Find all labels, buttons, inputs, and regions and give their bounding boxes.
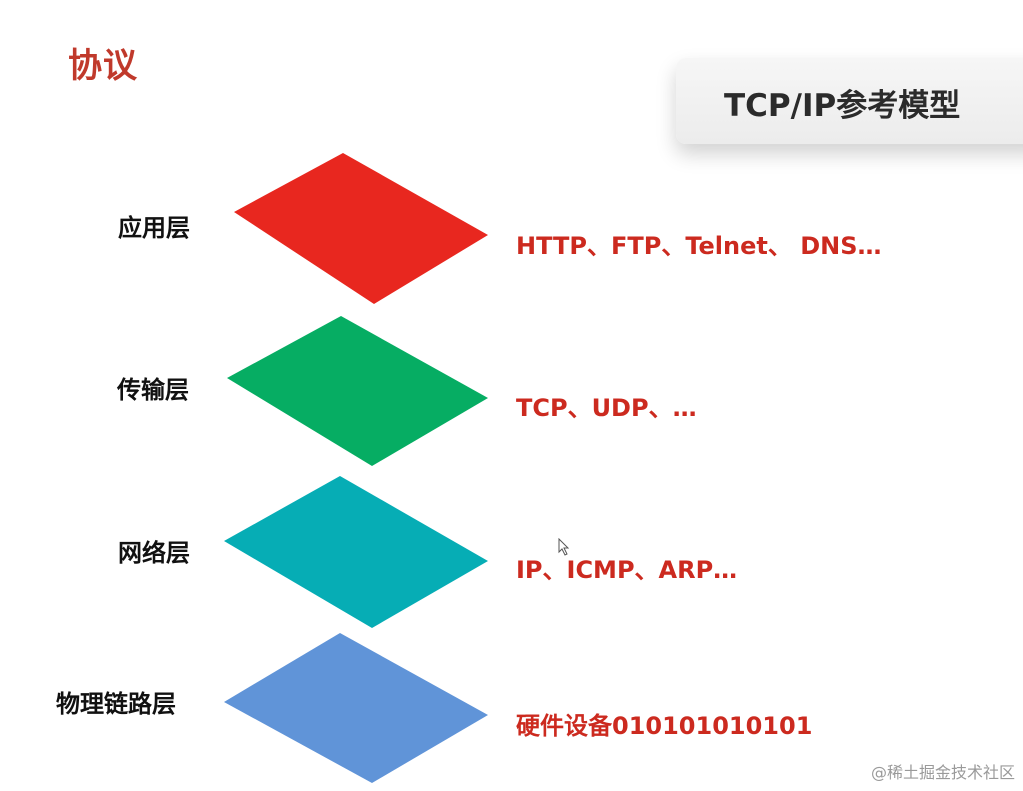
- layer-label-application: 应用层: [118, 214, 190, 242]
- watermark: @稀土掘金技术社区: [870, 763, 1015, 782]
- layer-label-network: 网络层: [118, 539, 190, 567]
- layer-label-physical: 物理链路层: [56, 690, 176, 718]
- layer-plane-network: [224, 476, 488, 628]
- layer-protocols-physical: 硬件设备010101010101: [516, 712, 813, 740]
- layer-protocols-transport: TCP、UDP、…: [516, 394, 697, 422]
- layer-plane-transport: [227, 316, 488, 466]
- layer-protocols-application: HTTP、FTP、Telnet、 DNS…: [516, 232, 882, 260]
- page-title: 协议: [68, 46, 138, 86]
- mouse-cursor-icon: [558, 538, 570, 556]
- layer-label-transport: 传输层: [117, 376, 189, 404]
- model-title: TCP/IP参考模型: [724, 88, 961, 124]
- layer-protocols-network: IP、ICMP、ARP…: [516, 556, 738, 584]
- layer-plane-application: [234, 153, 488, 304]
- model-title-card: [676, 58, 1023, 144]
- layer-plane-physical: [224, 633, 488, 783]
